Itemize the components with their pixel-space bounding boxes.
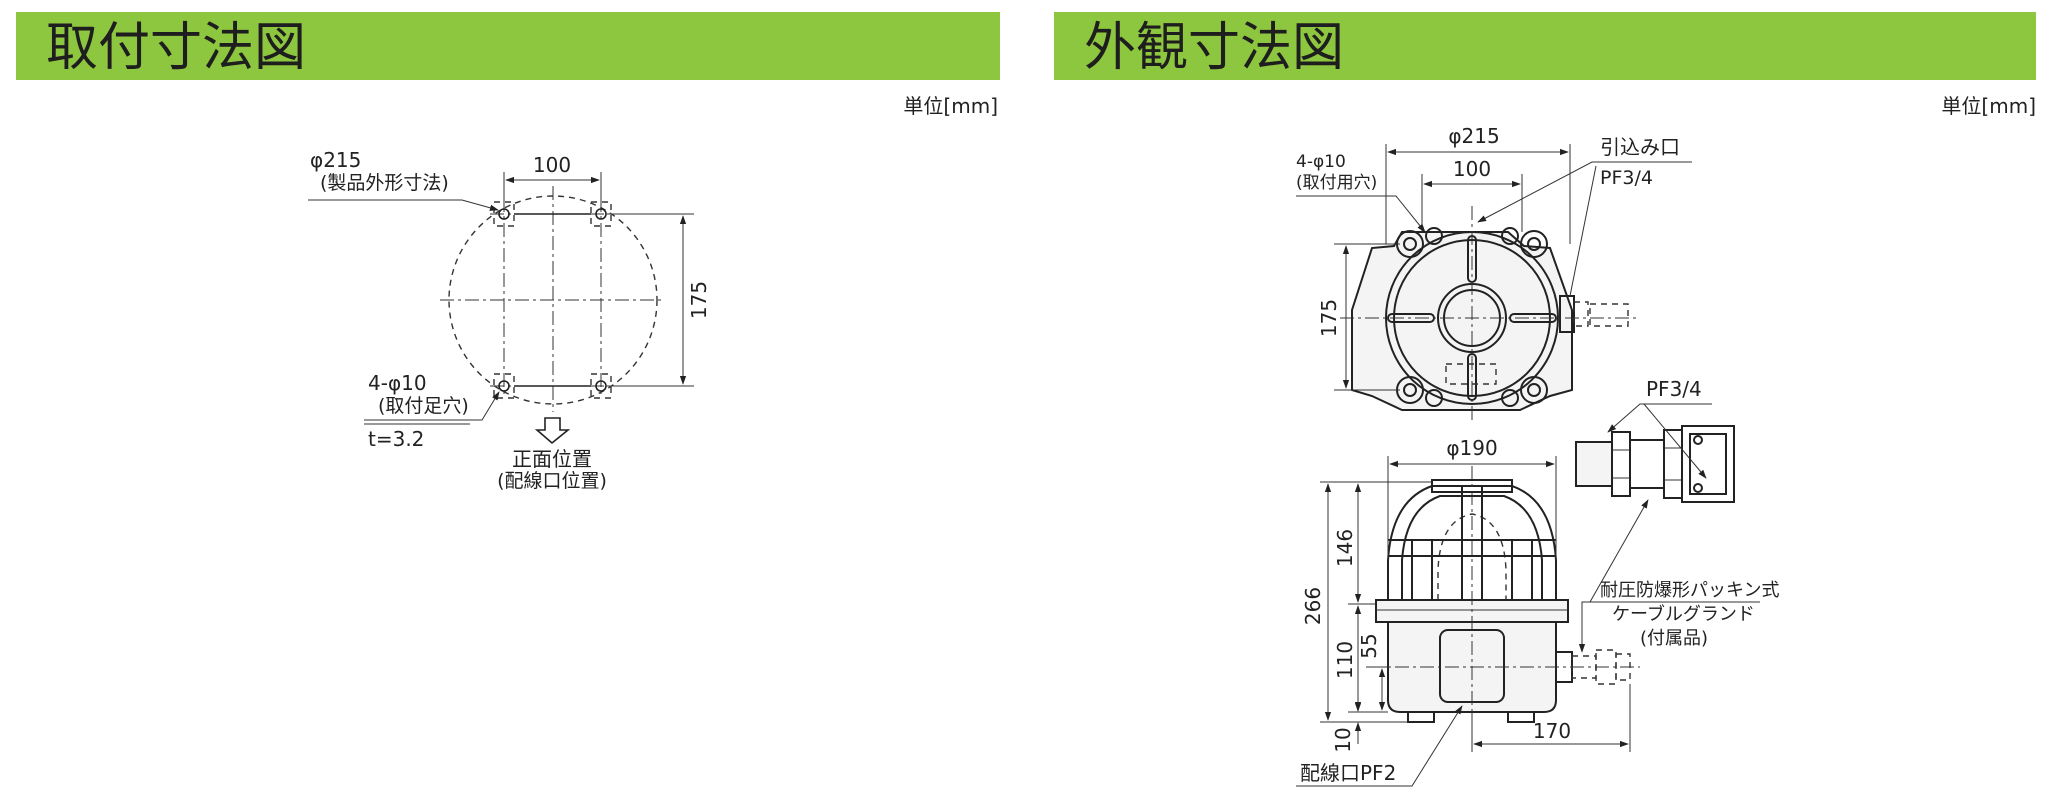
gland-clamp bbox=[1681, 425, 1735, 503]
inlet-label: 引込み口 bbox=[1600, 135, 1680, 159]
mount-hole-br bbox=[595, 380, 607, 392]
top-lug-br bbox=[1520, 376, 1548, 404]
side-foot-left bbox=[1407, 711, 1435, 723]
external-dimensions-title: 外観寸法図 bbox=[1084, 18, 1345, 78]
top-lug-tr bbox=[1520, 230, 1548, 258]
thickness-label: t=3.2 bbox=[368, 427, 424, 451]
dim-215-label: φ215 bbox=[1448, 124, 1499, 148]
left-unit-label: 単位[mm] bbox=[903, 94, 998, 118]
gland-label-3: (付属品) bbox=[1640, 628, 1708, 649]
top-inlet bbox=[1559, 295, 1575, 333]
gland-thread-label: PF3/4 bbox=[1646, 377, 1702, 401]
mount-hole-tl bbox=[498, 208, 510, 220]
mount-hole-bl bbox=[498, 380, 510, 392]
dim-190-label: φ190 bbox=[1446, 436, 1497, 460]
outer-dia-note: (製品外形寸法) bbox=[320, 172, 449, 194]
gland-body bbox=[1629, 439, 1665, 489]
mounting-dimensions-banner: 取付寸法図 bbox=[16, 12, 1000, 80]
top-view: φ215 100 175 4-φ10 (取付用穴) 引込み口 PF3/4 bbox=[1296, 124, 1692, 424]
holes-r-label: 4-φ10 bbox=[1296, 152, 1346, 172]
holes-note: (取付足穴) bbox=[378, 395, 469, 417]
inlet-thread-label: PF3/4 bbox=[1600, 167, 1653, 189]
front-note: (配線口位置) bbox=[497, 470, 607, 492]
right-unit-label: 単位[mm] bbox=[1941, 94, 2036, 118]
dim-170-label: 170 bbox=[1533, 719, 1571, 743]
gland-hex-2 bbox=[1663, 429, 1683, 499]
side-view: φ190 266 146 110 55 10 170 配線口PF2 bbox=[1296, 436, 1640, 787]
outer-dia-label: φ215 bbox=[310, 148, 361, 172]
dim-10-label: 10 bbox=[1331, 727, 1355, 752]
dim-175-label: 175 bbox=[687, 281, 711, 319]
holes-label: 4-φ10 bbox=[368, 371, 427, 395]
gland-label-2: ケーブルグランド bbox=[1612, 603, 1755, 625]
front-label: 正面位置 bbox=[512, 447, 592, 471]
dim-55-label: 55 bbox=[1357, 633, 1381, 658]
gland-nipple bbox=[1575, 441, 1613, 487]
dim-266-label: 266 bbox=[1301, 587, 1325, 625]
dim-146-label: 146 bbox=[1333, 529, 1357, 567]
external-dimensions-banner: 外観寸法図 bbox=[1054, 12, 2036, 80]
cable-gland-detail: PF3/4 耐圧防爆形パッキン式 ケーブルグランド (付属品) bbox=[1575, 377, 1779, 653]
dim-175r-label: 175 bbox=[1317, 299, 1341, 337]
mounting-dimensions-title: 取付寸法図 bbox=[46, 18, 307, 78]
gland-label-1: 耐圧防爆形パッキン式 bbox=[1600, 580, 1779, 601]
dim-110-label: 110 bbox=[1333, 641, 1357, 679]
front-direction-arrow bbox=[534, 417, 571, 445]
gland-hex-1 bbox=[1611, 431, 1631, 497]
mount-hole-tr bbox=[595, 208, 607, 220]
dim-100r-label: 100 bbox=[1453, 157, 1491, 181]
dim-100-label: 100 bbox=[533, 153, 571, 177]
wiring-port-label: 配線口PF2 bbox=[1300, 761, 1396, 785]
holes-r-note: (取付用穴) bbox=[1296, 173, 1377, 193]
side-foot-right bbox=[1507, 711, 1535, 723]
mounting-drawing: 100 175 φ215 (製品外形寸法) 4-φ10 (取付足穴) t=3.2… bbox=[308, 148, 711, 492]
